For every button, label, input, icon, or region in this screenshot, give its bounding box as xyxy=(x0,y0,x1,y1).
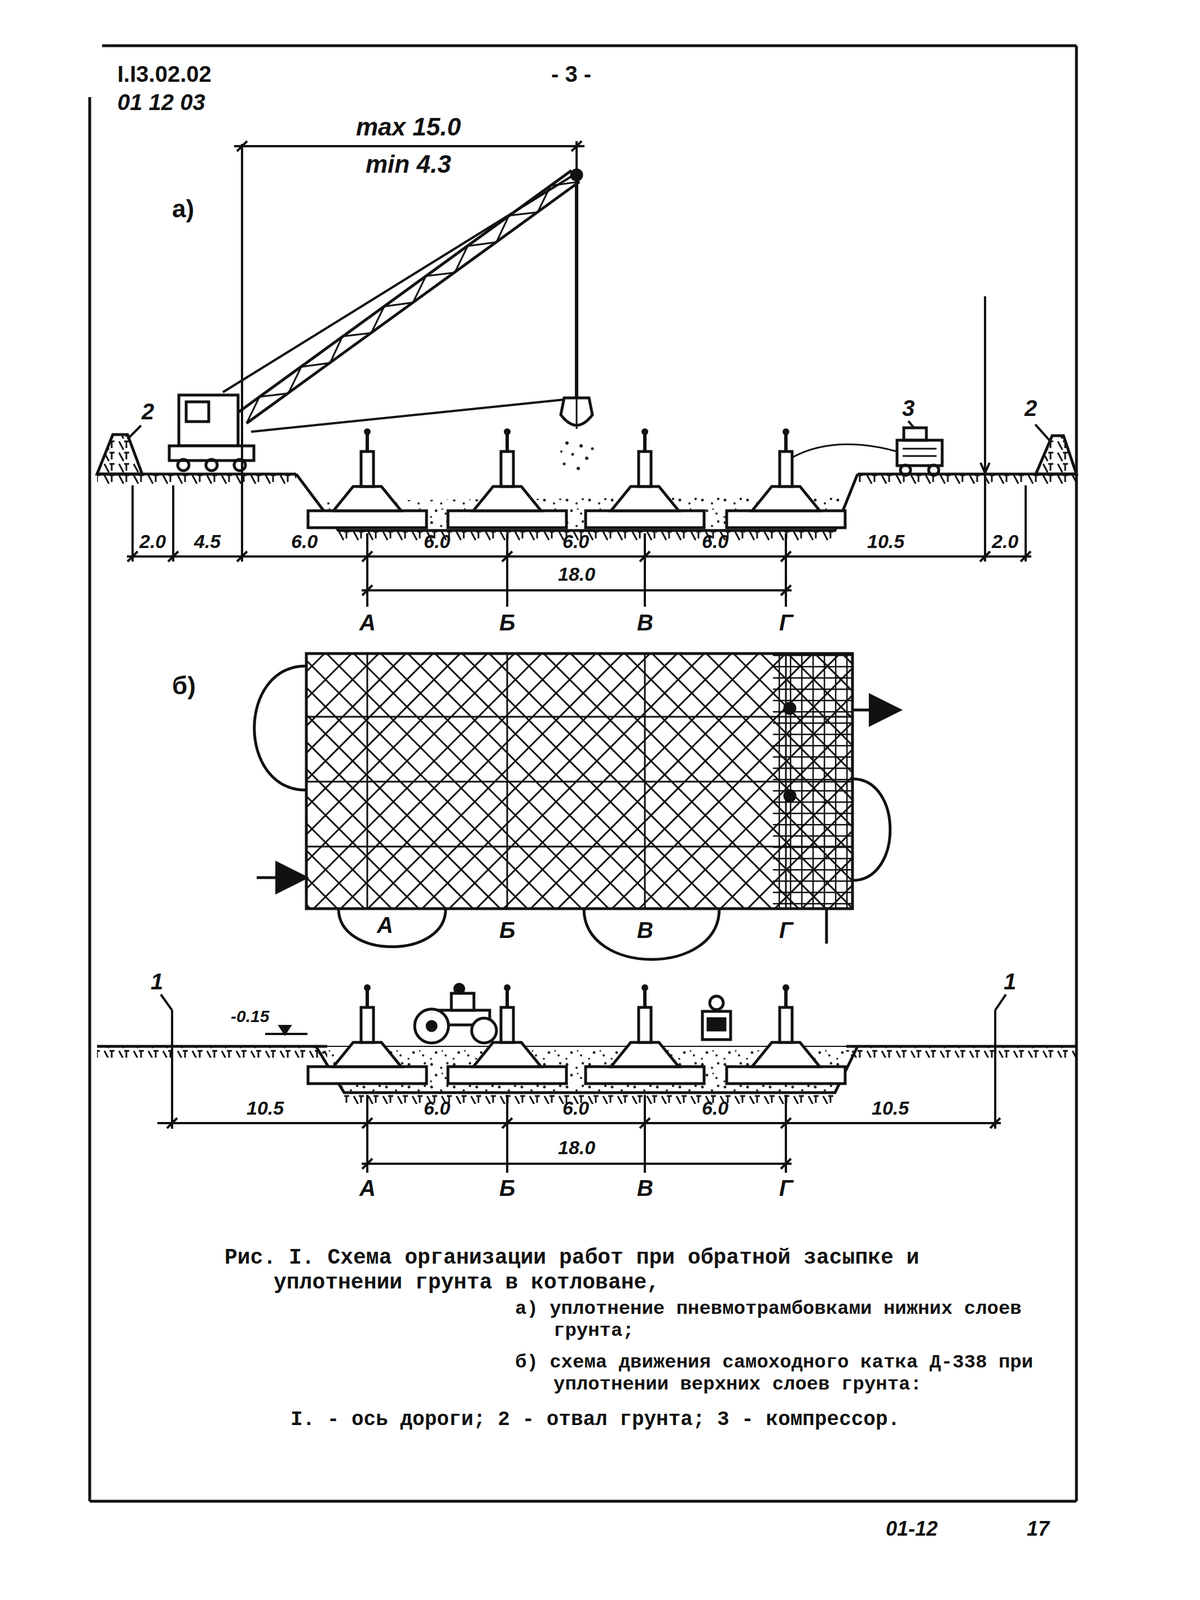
dimension-label: 2.0 xyxy=(991,530,1019,553)
axis-letter: А xyxy=(359,1174,376,1201)
roller-path xyxy=(254,665,898,960)
callout-number: 2 xyxy=(141,398,155,425)
dimension-label: max 15.0 xyxy=(355,112,461,142)
level-mark: -0.15 xyxy=(230,1006,270,1027)
dimension-label: 6.0 xyxy=(562,1096,589,1119)
compressor xyxy=(792,427,943,476)
dimension-label: 2.0 xyxy=(139,530,166,553)
compactor-machine xyxy=(702,995,731,1040)
dimension-label: 18.0 xyxy=(557,563,596,586)
axis-letter: А xyxy=(359,609,376,636)
dimension-label: 6.0 xyxy=(423,530,451,553)
dimension-label: 6.0 xyxy=(291,530,318,553)
dimension-label: 4.5 xyxy=(194,530,221,553)
dimension-label: 10.5 xyxy=(871,1096,909,1119)
section-letter: б) xyxy=(172,671,196,701)
axis-letter: Б xyxy=(499,1174,516,1201)
sheet-number: 01-12 xyxy=(885,1516,938,1540)
leaders-section-a xyxy=(127,420,1050,441)
axis-letter: В xyxy=(636,1174,654,1201)
page-number: - 3 - xyxy=(551,60,592,87)
footings-section-b xyxy=(308,983,846,1084)
axis-letter: А xyxy=(376,911,394,938)
footings-section-a xyxy=(308,428,846,528)
caption-note: б) схема движения самоходного катка Д-33… xyxy=(515,1351,1052,1396)
dimension-label: 10.5 xyxy=(246,1096,284,1119)
axis-letter: Б xyxy=(499,609,516,636)
sheet-number: 17 xyxy=(1026,1516,1050,1540)
axis-letter: Б xyxy=(499,916,516,943)
legend-note: I. - ось дороги; 2 - отвал грунта; 3 - к… xyxy=(290,1407,900,1431)
section-letter: а) xyxy=(172,194,195,224)
sheet-border xyxy=(89,45,1077,1501)
crane xyxy=(169,169,593,471)
compaction-plan xyxy=(306,653,853,909)
callout-number: 1 xyxy=(1003,968,1017,995)
dimension-label: 18.0 xyxy=(557,1136,596,1159)
axis-letter: Г xyxy=(779,609,794,636)
dimensions-section-a xyxy=(126,141,1032,607)
dimension-label: 10.5 xyxy=(867,530,905,553)
dimension-label: 6.0 xyxy=(423,1096,451,1119)
roller xyxy=(414,983,497,1043)
callout-number: 3 xyxy=(902,394,915,421)
caption-note: а) уплотнение пневмотрамбовками нижних с… xyxy=(515,1297,1052,1342)
axis-letter: В xyxy=(636,609,654,636)
sheet-code: I.I3.02.02 xyxy=(117,60,212,87)
axis-letter: Г xyxy=(779,1174,794,1201)
axis-letter: Г xyxy=(779,916,794,943)
dimension-label: min 4.3 xyxy=(365,150,452,179)
falling-soil xyxy=(560,441,595,470)
dimension-label: 6.0 xyxy=(701,1096,729,1119)
sheet-code: 01 12 03 xyxy=(117,89,206,116)
dimension-label: 6.0 xyxy=(701,530,729,553)
figure-caption: Рис. I. Схема организации работ при обра… xyxy=(224,1245,1037,1295)
marks-section-b xyxy=(157,994,1006,1173)
dimension-label: 6.0 xyxy=(562,530,589,553)
callout-number: 1 xyxy=(150,968,164,995)
axis-letter: В xyxy=(636,916,654,943)
callout-number: 2 xyxy=(1024,394,1037,421)
